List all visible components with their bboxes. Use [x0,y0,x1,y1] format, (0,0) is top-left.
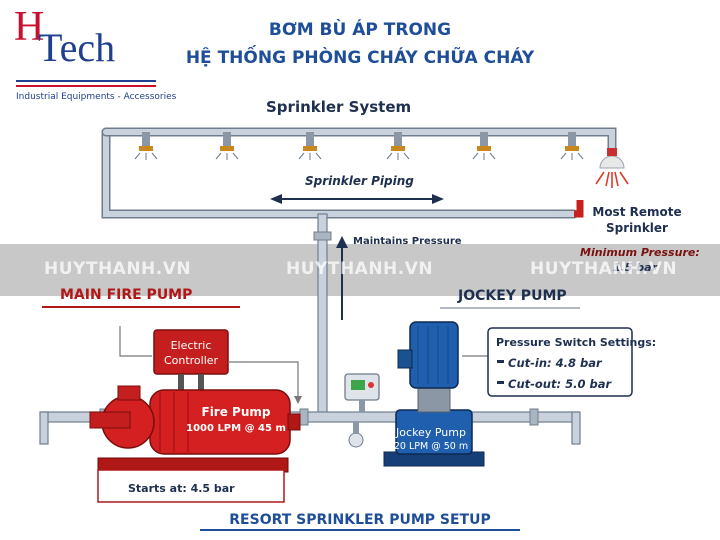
page-title-line2: HỆ THỐNG PHÒNG CHÁY CHỮA CHÁY [185,48,535,68]
arrow-up-icon [336,236,348,320]
electric-controller [153,329,229,398]
min-pressure-value: 1.5 bar [612,261,658,274]
maintains-pressure-label: Maintains Pressure [353,236,462,247]
controller-label-1: Electric [170,339,212,352]
bullet-cut-in [497,360,504,363]
cut-in-setting: Cut-in: 4.8 bar [508,356,602,370]
jockey-pump-heading: JOCKEY PUMP [458,288,567,304]
bottom-title: RESORT SPRINKLER PUMP SETUP [229,512,491,528]
fire-pump-rating: 1000 LPM @ 45 m [186,423,286,434]
watermark-band [0,244,720,296]
sprinkler-heads [134,132,629,188]
watermark: HUYTHANH.VN [530,259,678,279]
fire-pump-name: Fire Pump [201,405,271,419]
sprinkler-head-icon [298,132,322,160]
jockey-pump-name: Jockey Pump [396,426,466,439]
main-fire-pump-heading: MAIN FIRE PUMP [60,287,193,303]
cut-out-setting: Cut-out: 5.0 bar [508,377,612,391]
remote-sprinkler-head-icon [595,148,629,188]
remote-riser [574,200,584,218]
sprinkler-head-icon [134,132,158,160]
pressure-gauge-icon [344,373,380,448]
pressure-switch-title: Pressure Switch Settings: [496,336,657,349]
logo-letter-h: H [14,4,45,50]
remote-sprinkler-label-1: Most Remote [592,205,682,219]
sprinkler-head-icon [215,132,239,160]
sprinkler-system-title: Sprinkler System [266,98,412,116]
watermark: HUYTHANH.VN [44,259,192,279]
controller-label-2: Controller [163,354,219,367]
page-title-line1: BƠM BÙ ÁP TRONG [268,20,452,40]
bullet-cut-out [497,381,504,384]
remote-sprinkler-label-2: Sprinkler [606,221,668,235]
watermark: HUYTHANH.VN [286,259,434,279]
callout-lines [119,326,490,404]
min-pressure-label: Minimum Pressure: [580,246,700,259]
sprinkler-head-icon [386,132,410,160]
starts-at-label: Starts at: 4.5 bar [128,482,235,495]
logo-rule-red [16,85,156,87]
sprinkler-head-icon [472,132,496,160]
double-arrow-icon [270,194,444,204]
starts-at-box [97,469,285,503]
logo-tagline: Industrial Equipments - Accessories [16,92,177,102]
logo-word-tech: Tech [38,25,116,70]
jockey-pump [383,321,485,467]
sprinkler-piping-label: Sprinkler Piping [305,174,414,188]
fire-pump [89,385,301,473]
sprinkler-head-icon [560,132,584,160]
sprinkler-piping [101,127,617,219]
logo-rule [16,80,156,82]
jockey-pump-rating: 20 LPM @ 50 m [393,441,469,452]
pressure-switch-box [487,327,633,397]
